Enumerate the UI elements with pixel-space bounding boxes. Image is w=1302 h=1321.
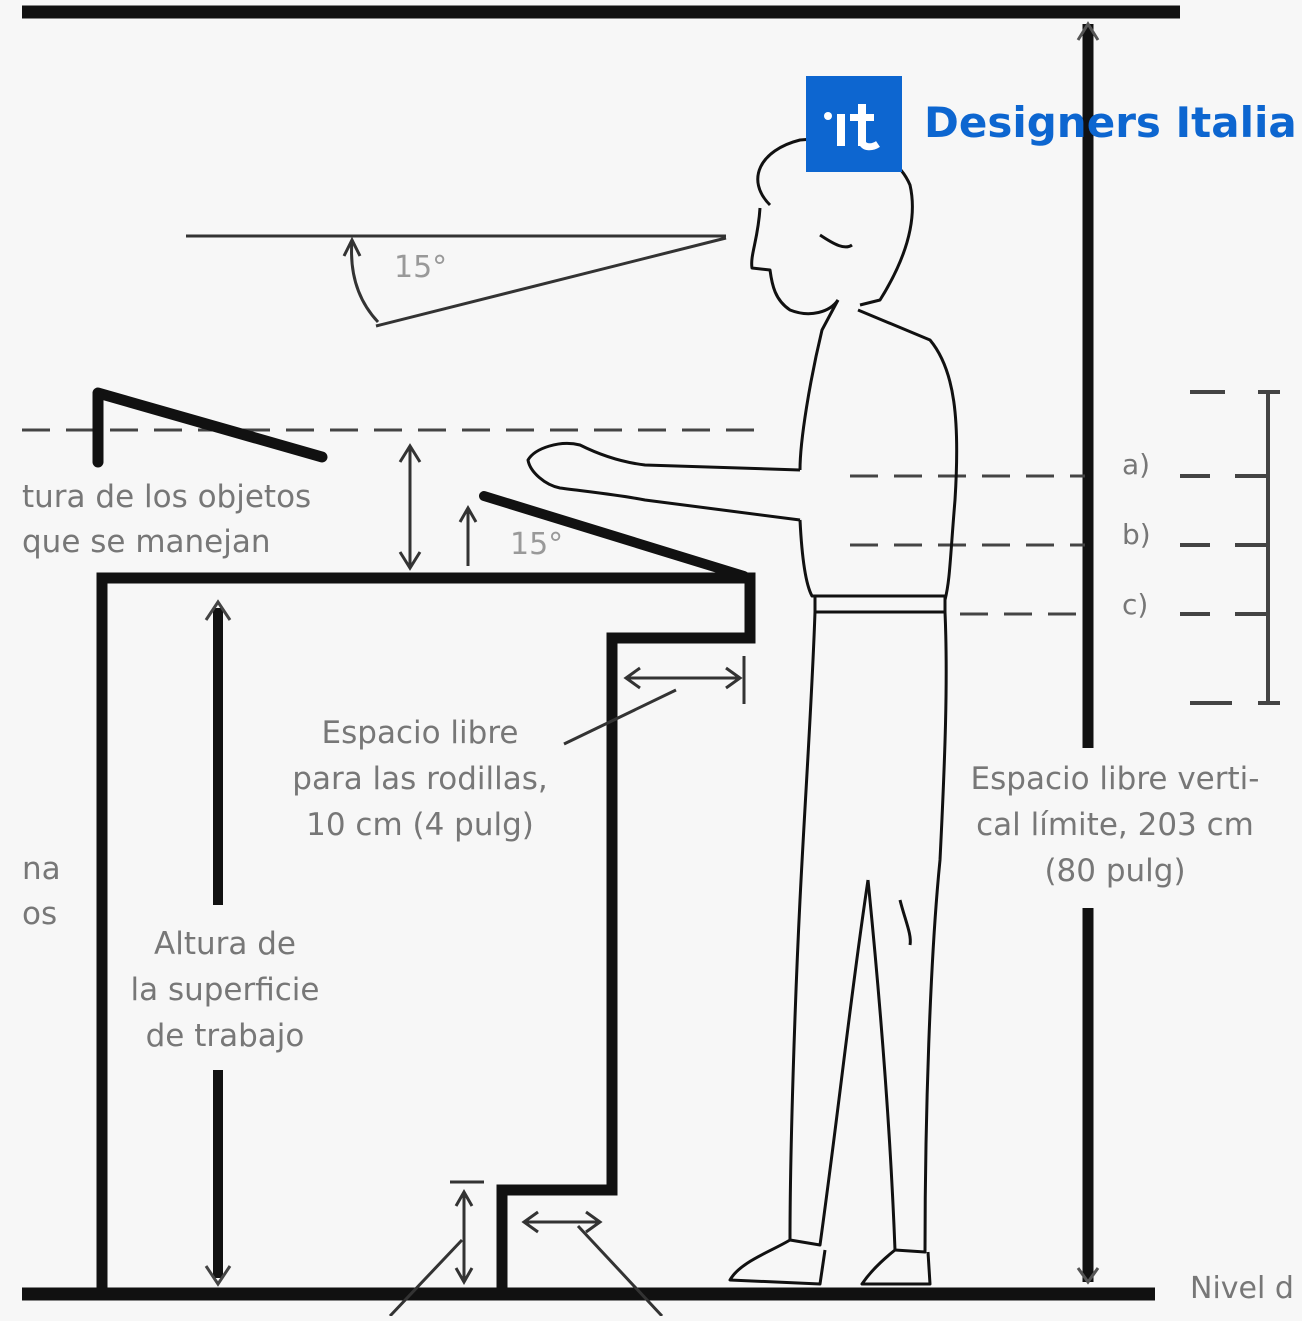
cut-label-line1: na xyxy=(22,851,61,887)
toe-space-dimension xyxy=(388,1180,664,1318)
level-dashed-lines xyxy=(22,428,1085,616)
vertical-clearance-line3: (80 pulg) xyxy=(1044,853,1186,889)
work-surface-line1: Altura de xyxy=(154,926,296,962)
floor-level-label: Nivel d xyxy=(1190,1271,1294,1306)
work-surface-line3: de trabajo xyxy=(145,1018,305,1054)
vertical-clearance-line1: Espacio libre verti- xyxy=(970,761,1260,797)
knee-space-line1: Espacio libre xyxy=(321,715,519,751)
vertical-clearance-label: Espacio libre verti- cal límite, 203 cm … xyxy=(950,756,1280,894)
brand-logo-mark[interactable] xyxy=(806,76,902,172)
object-height-label-line2: que se manejan xyxy=(22,524,271,560)
brand-name[interactable]: Designers Italia xyxy=(924,98,1297,147)
sight-angle-label: 15° xyxy=(394,250,448,285)
work-surface-line2: la superficie xyxy=(130,972,320,1008)
tilted-work-surface xyxy=(458,491,749,581)
knee-space-label: Espacio libre para las rodillas, 10 cm (… xyxy=(270,710,570,848)
vertical-clearance-line2: cal límite, 203 cm xyxy=(976,807,1254,843)
vertical-clearance-dimension xyxy=(1076,21,1100,1285)
level-label-c: c) xyxy=(1122,588,1149,621)
surface-angle-label: 15° xyxy=(510,527,564,562)
italia-logo-icon xyxy=(824,104,880,151)
knee-space-line3: 10 cm (4 pulg) xyxy=(306,807,534,843)
knee-space-dimension xyxy=(563,656,746,746)
standing-person xyxy=(526,137,959,1286)
workbench-outline xyxy=(96,572,756,1298)
object-height-label-line1: tura de los objetos xyxy=(22,479,312,515)
sight-angle xyxy=(186,234,727,328)
level-scale xyxy=(1180,390,1280,705)
level-label-a: a) xyxy=(1122,448,1151,481)
work-surface-height-label: Altura de la superficie de trabajo xyxy=(110,921,340,1059)
cut-label-line2: os xyxy=(22,896,58,932)
tilted-object xyxy=(92,387,328,468)
knee-space-line2: para las rodillas, xyxy=(292,761,548,797)
level-label-b: b) xyxy=(1122,518,1151,551)
object-height-dimension xyxy=(398,443,422,571)
